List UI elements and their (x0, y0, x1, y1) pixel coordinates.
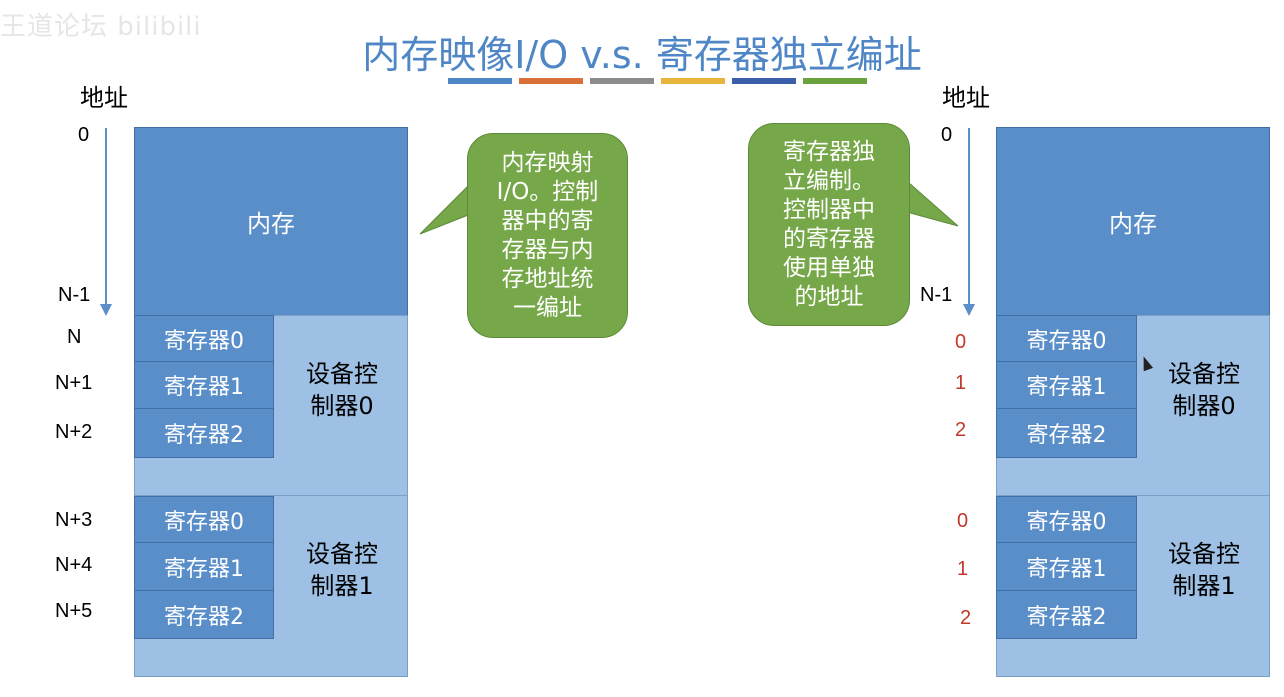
label-line: 制器0 (310, 392, 374, 420)
right-controller-0-register-1: 寄存器1 (996, 361, 1137, 409)
title-decoration (448, 78, 867, 84)
bubble-line: 的地址 (794, 283, 864, 310)
label-line: 制器1 (1172, 572, 1236, 600)
left-address-n: N (67, 326, 82, 348)
label-line: 制器0 (1172, 392, 1236, 420)
left-address-n+1: N+1 (55, 372, 93, 394)
right-red-address-3: 0 (957, 510, 969, 532)
watermark: 王道论坛 bilibili (0, 12, 202, 42)
left-address-n+3: N+3 (55, 509, 93, 531)
left-address-n-1: N-1 (58, 284, 91, 306)
left-controller-1-register-0: 寄存器0 (134, 496, 274, 543)
deco-bar (590, 78, 654, 84)
right-controller-0-register-0: 寄存器0 (996, 315, 1137, 362)
left-address-arrow-head (100, 304, 112, 316)
left-memory-block: 内存 (134, 127, 408, 316)
left-address-n+2: N+2 (55, 421, 93, 443)
label-line: 设备控 (306, 360, 378, 388)
left-address-n+5: N+5 (55, 600, 93, 622)
bubble-line: 立编制。 (783, 167, 875, 194)
deco-bar (519, 78, 583, 84)
right-red-address-5: 2 (960, 607, 972, 629)
bubble-line: 器中的寄 (501, 207, 594, 234)
bubble-line: 存地址统 (501, 265, 594, 292)
right-controller-0-register-2: 寄存器2 (996, 408, 1137, 458)
bubble-line: 使用单独 (783, 254, 875, 281)
left-controller-0-register-0: 寄存器0 (134, 315, 274, 362)
right-controller-1-register-1: 寄存器1 (996, 542, 1137, 591)
right-address-title: 地址 (942, 84, 990, 112)
deco-bar (661, 78, 725, 84)
right-controller-1-label: 设备控 制器1 (1152, 538, 1256, 602)
left-controller-0-register-2: 寄存器2 (134, 408, 274, 458)
bubble-line: I/O。控制 (496, 178, 599, 205)
left-memory-label: 内存 (247, 210, 295, 238)
deco-bar (732, 78, 796, 84)
label-line: 制器1 (310, 572, 374, 600)
label-line: 设备控 (306, 540, 378, 568)
right-red-address-1: 1 (955, 372, 967, 394)
bubble-line: 的寄存器 (783, 225, 875, 252)
bubble-line: 一编址 (512, 294, 582, 321)
right-controller-0-label: 设备控 制器0 (1152, 358, 1256, 422)
bubble-line: 存器与内 (501, 236, 594, 263)
right-controller-1-register-2: 寄存器2 (996, 590, 1137, 639)
left-controller-1-register-2: 寄存器2 (134, 590, 274, 639)
deco-bar (448, 78, 512, 84)
right-controller-1-register-0: 寄存器0 (996, 496, 1137, 543)
right-red-address-2: 2 (955, 419, 967, 441)
right-red-address-0: 0 (955, 331, 967, 353)
label-line: 设备控 (1168, 360, 1240, 388)
label-line: 设备控 (1168, 540, 1240, 568)
right-address-arrow-head (963, 304, 975, 316)
bubble-line: 内存映射 (501, 149, 594, 176)
left-controller-1-label: 设备控 制器1 (290, 538, 394, 602)
right-address-n-1: N-1 (920, 284, 953, 306)
right-callout-bubble: 寄存器独 立编制。 控制器中 的寄存器 使用单独 的地址 (748, 123, 910, 326)
left-controller-0-register-1: 寄存器1 (134, 361, 274, 409)
deco-bar (803, 78, 867, 84)
right-memory-block: 内存 (996, 127, 1270, 316)
left-controller-1-register-1: 寄存器1 (134, 542, 274, 591)
bubble-line: 寄存器独 (783, 138, 875, 165)
right-memory-label: 内存 (1109, 210, 1157, 238)
left-address-arrow-line (105, 128, 107, 306)
right-address-0: 0 (941, 124, 953, 146)
left-address-0: 0 (78, 124, 90, 146)
left-callout-bubble: 内存映射 I/O。控制 器中的寄 存器与内 存地址统 一编址 (467, 133, 628, 338)
right-address-arrow-line (968, 128, 970, 306)
left-address-n+4: N+4 (55, 554, 93, 576)
bubble-line: 控制器中 (783, 196, 875, 223)
right-red-address-4: 1 (957, 558, 969, 580)
page-title: 内存映像I/O v.s. 寄存器独立编址 (362, 33, 922, 77)
left-address-title: 地址 (80, 84, 128, 112)
left-controller-0-label: 设备控 制器0 (290, 358, 394, 422)
